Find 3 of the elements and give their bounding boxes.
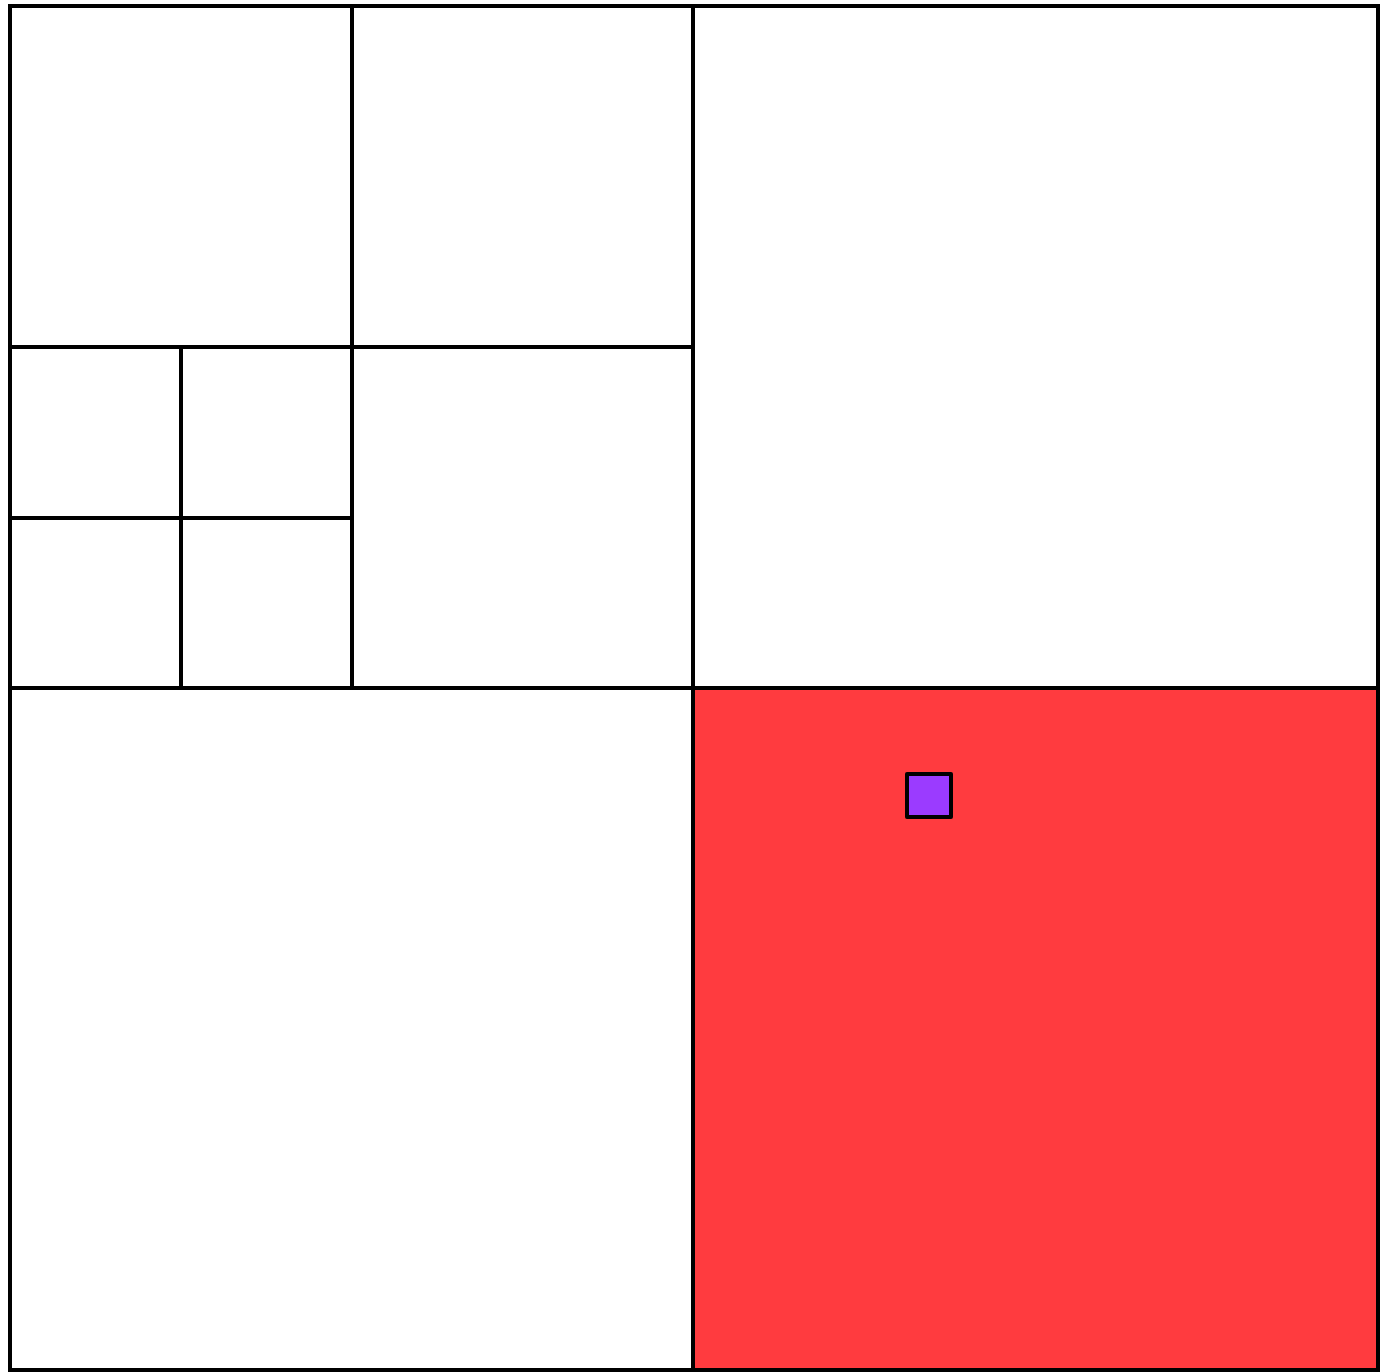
grid-cell xyxy=(12,8,691,686)
grid-frame xyxy=(8,4,1380,1372)
marker-square xyxy=(905,772,953,819)
